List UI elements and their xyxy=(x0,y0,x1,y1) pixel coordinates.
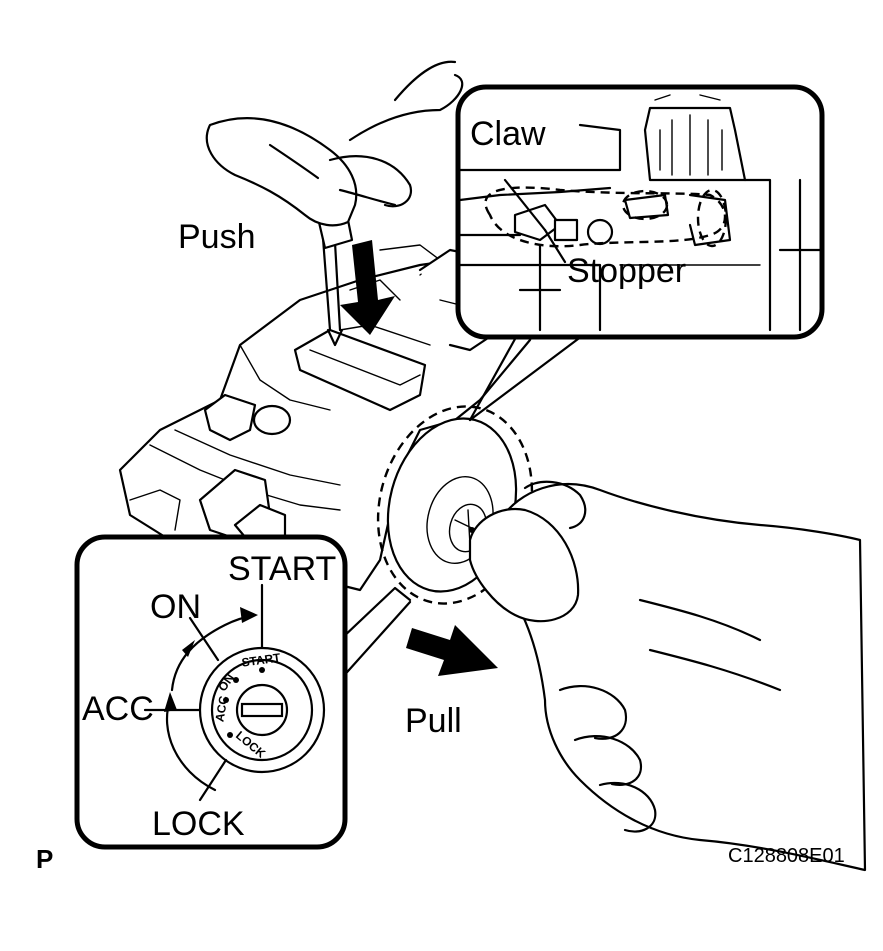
stopper-label: Stopper xyxy=(567,252,686,290)
pull-arrow xyxy=(406,625,498,676)
page-marker: P xyxy=(36,844,53,874)
right-hand xyxy=(468,480,867,872)
on-label: ON xyxy=(150,588,201,626)
ignition-switch-assembly xyxy=(118,244,562,592)
cylinder-acc-text: ACC xyxy=(212,695,230,723)
key-position-inset: START ON ACC LOCK START ON ACC LOCK xyxy=(74,534,412,850)
claw-stopper-inset: Claw Stopper xyxy=(455,84,825,422)
figure-code: C128808E01 xyxy=(728,845,845,867)
claw-label: Claw xyxy=(470,115,546,153)
push-label: Push xyxy=(178,218,256,256)
inset-mechanism xyxy=(458,94,822,332)
pull-label: Pull xyxy=(405,702,462,740)
push-arrow xyxy=(340,240,395,335)
start-label: START xyxy=(228,550,336,588)
lock-label: LOCK xyxy=(152,805,245,843)
position-leaders xyxy=(143,583,264,802)
acc-label: ACC xyxy=(82,690,154,728)
key-cylinder-face: START ON ACC LOCK xyxy=(198,646,326,774)
cylinder-start-text: START xyxy=(241,650,282,669)
upper-hand xyxy=(205,60,464,227)
